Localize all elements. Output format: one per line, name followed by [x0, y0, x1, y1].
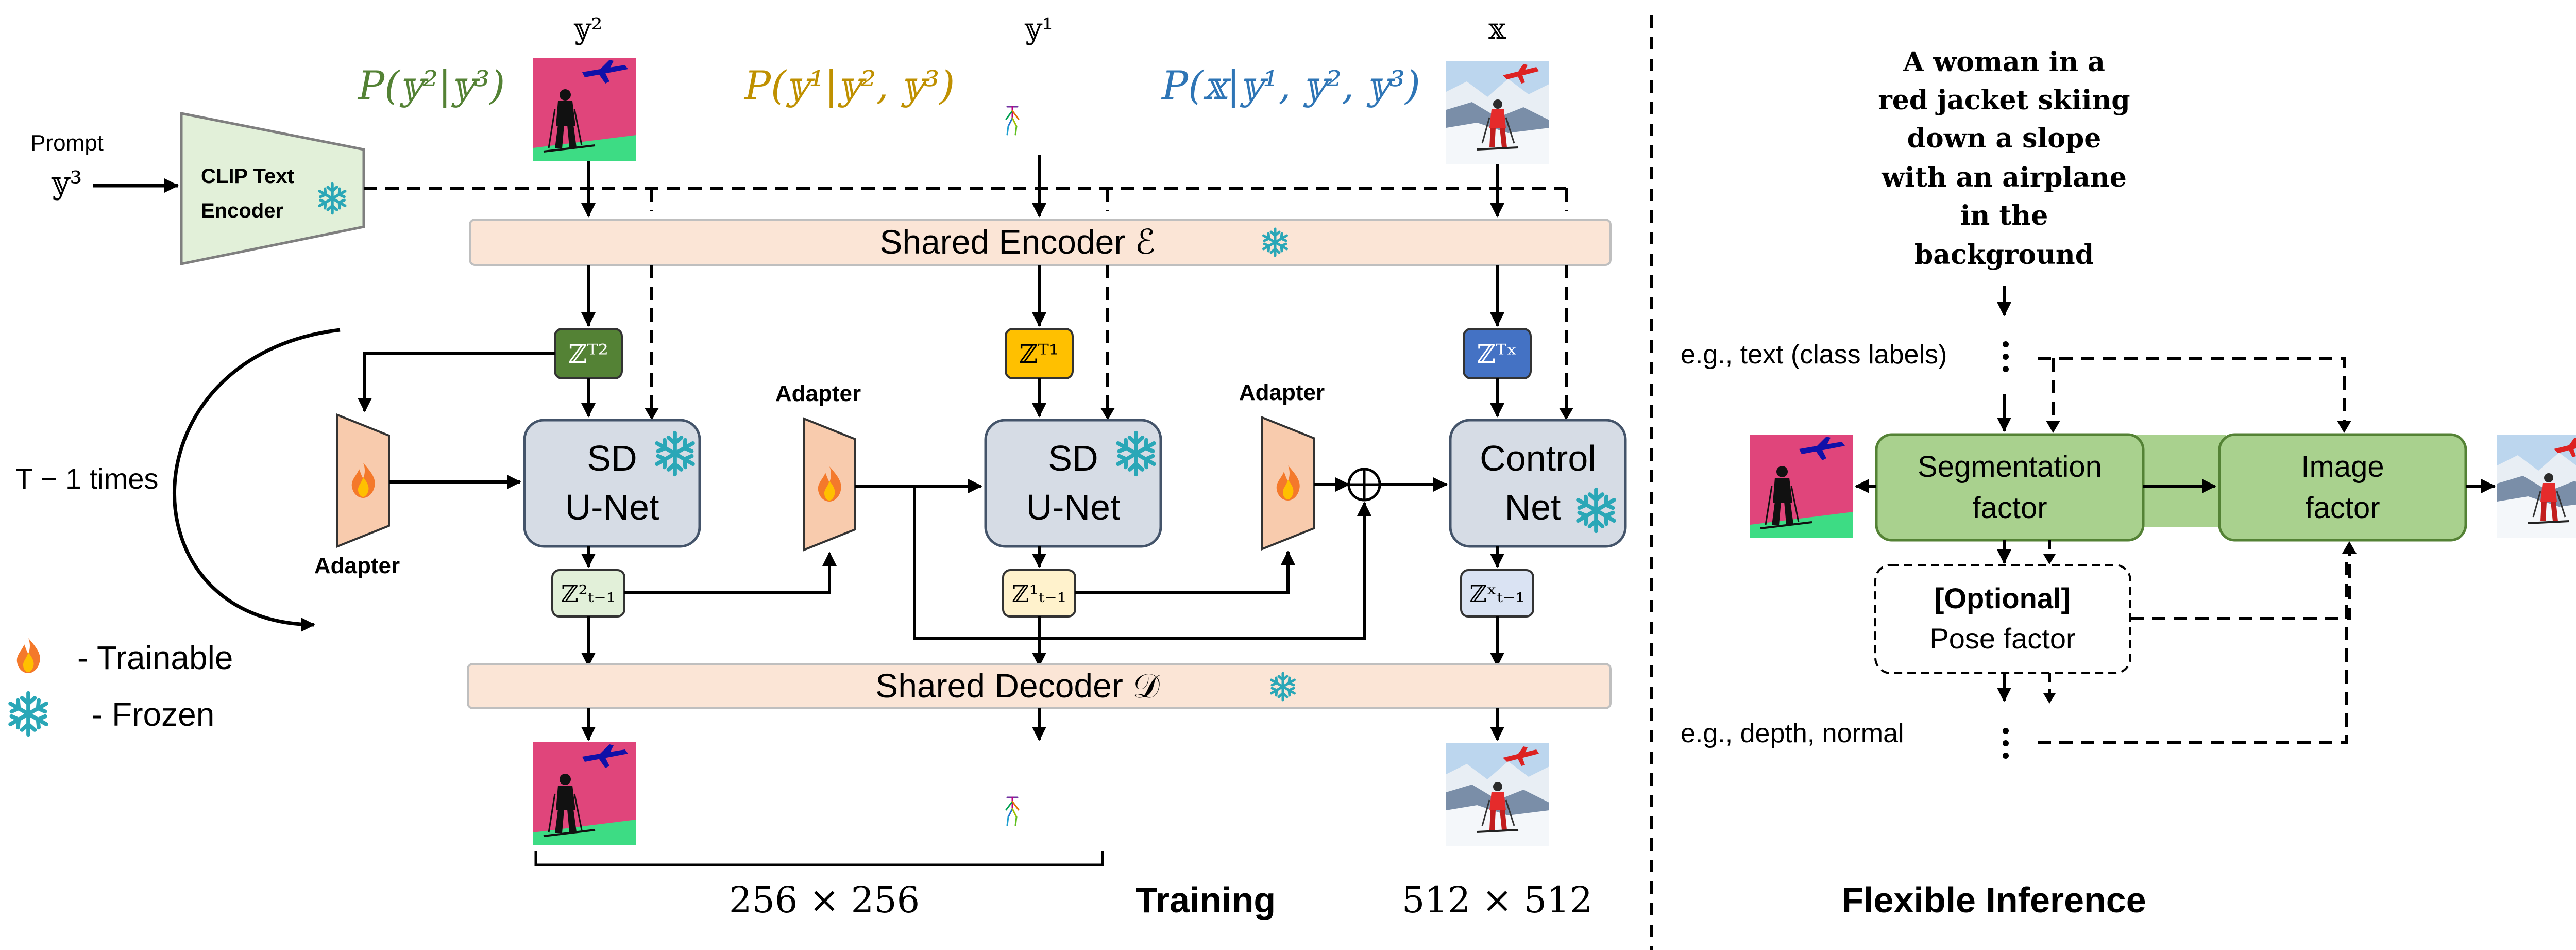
- eg-depth-label: e.g., depth, normal: [1681, 719, 1904, 748]
- y1-label: 𝕪¹: [1025, 12, 1054, 46]
- clip-label-line2: Encoder: [201, 199, 283, 222]
- optional-label: [Optional]: [1935, 582, 2071, 614]
- caption-text: A woman in a red jacket skiing down a sl…: [1878, 46, 2130, 271]
- p-y1-given-y2-y3: P(𝕪¹|𝕪², 𝕪³): [743, 62, 955, 108]
- caption-line: with an airplane: [1881, 162, 2127, 193]
- top-segmentation-image: [532, 57, 637, 162]
- eg-text-label: e.g., text (class labels): [1681, 340, 1947, 370]
- adapter-mid-label: Adapter: [775, 381, 861, 406]
- sd-unet-1: SD U-Net: [523, 419, 701, 548]
- bottom-pose-image: [1005, 796, 1020, 826]
- vertical-ellipsis: [2003, 341, 2009, 372]
- img-factor-line2: factor: [2305, 491, 2380, 525]
- net-label: Net: [1505, 487, 1561, 527]
- adapter-right: Adapter: [1239, 380, 1325, 551]
- pose-factor-label: Pose factor: [1929, 622, 2075, 655]
- seg-factor-line2: factor: [1972, 491, 2047, 525]
- sd-unet-2: SD U-Net: [984, 419, 1162, 548]
- legend-trainable: - Trainable: [77, 639, 233, 676]
- flexible-inference-label: Flexible Inference: [1841, 880, 2146, 920]
- shared-encoder: Shared Encoder ℰ: [469, 219, 1612, 266]
- z-tm1-2-label: ℤ²ₜ₋₁: [561, 580, 616, 608]
- z-t-2-label: ℤᵀ²: [568, 339, 608, 369]
- training-label: Training: [1136, 880, 1276, 920]
- caption-line: down a slope: [1907, 123, 2102, 154]
- image-factor: Image factor: [2218, 433, 2467, 542]
- caption-line: red jacket skiing: [1878, 85, 2130, 116]
- z-t-1-label: ℤᵀ¹: [1019, 339, 1059, 369]
- prompt-label: Prompt: [30, 130, 104, 156]
- p-y2-given-y3: P(𝕪²|𝕪³): [357, 62, 505, 108]
- z-t-1-box: ℤᵀ¹: [1005, 328, 1074, 379]
- res-256-label: 256 × 256: [729, 879, 920, 921]
- control-label: Control: [1480, 438, 1596, 478]
- sd-label-1: SD: [587, 438, 637, 478]
- res-512-label: 512 × 512: [1402, 879, 1592, 921]
- unet-label-1: U-Net: [565, 487, 659, 527]
- snowflake-icon: [10, 693, 46, 735]
- z-tm1-x-label: ℤˣₜ₋₁: [1469, 580, 1524, 608]
- adapter-mid: Adapter: [775, 381, 861, 552]
- y3-label: 𝕪³: [52, 165, 82, 201]
- caption-line: background: [1914, 239, 2094, 271]
- controlnet: Control Net: [1449, 419, 1627, 548]
- shared-decoder-label: Shared Decoder 𝒟: [875, 666, 1160, 705]
- x-label: 𝕩: [1488, 12, 1506, 46]
- y2-label: 𝕪²: [574, 12, 603, 46]
- caption-line: in the: [1960, 200, 2048, 231]
- adapter-left-label: Adapter: [314, 553, 400, 578]
- z-t-x-label: ℤᵀˣ: [1477, 339, 1518, 369]
- adapter-right-label: Adapter: [1239, 380, 1325, 405]
- z-t-x-box: ℤᵀˣ: [1463, 328, 1532, 379]
- seg-factor-line1: Segmentation: [1918, 450, 2102, 484]
- z-tm1-x-box: ℤˣₜ₋₁: [1460, 569, 1534, 618]
- top-skier-image: [1445, 60, 1550, 165]
- z-tm1-1-box: ℤ¹ₜ₋₁: [1002, 569, 1076, 618]
- vertical-ellipsis: [2003, 728, 2009, 759]
- p-x-given-y1-y2-y3: P(𝕩|𝕪¹, 𝕪², 𝕪³): [1161, 62, 1420, 108]
- legend: - Trainable - Frozen: [10, 638, 233, 735]
- inference-skier-image: [2496, 434, 2576, 539]
- flame-icon: [16, 638, 40, 673]
- add-operator: [1347, 468, 1381, 502]
- sd-label-2: SD: [1048, 438, 1098, 478]
- adapter-left: Adapter: [314, 413, 400, 578]
- shared-decoder: Shared Decoder 𝒟: [467, 663, 1612, 709]
- inference-segmentation-image: [1749, 434, 1854, 539]
- bottom-segmentation-image: [532, 741, 637, 846]
- unet-label-2: U-Net: [1026, 487, 1121, 527]
- z-tm1-1-label: ℤ¹ₜ₋₁: [1012, 580, 1066, 608]
- t-minus-1-label: T − 1 times: [15, 462, 159, 495]
- top-pose-image: [1005, 106, 1020, 136]
- clip-label-line1: CLIP Text: [201, 165, 294, 188]
- shared-encoder-label: Shared Encoder ℰ: [879, 223, 1155, 261]
- resolution-brace: [534, 851, 1104, 866]
- z-t-2-box: ℤᵀ²: [554, 328, 623, 379]
- segmentation-factor: Segmentation factor: [1875, 433, 2145, 542]
- caption-line: A woman in a: [1903, 46, 2105, 78]
- z-tm1-2-box: ℤ²ₜ₋₁: [551, 569, 625, 618]
- pose-factor: [Optional] Pose factor: [1874, 564, 2131, 674]
- img-factor-line1: Image: [2301, 450, 2384, 484]
- legend-frozen: - Frozen: [92, 696, 214, 733]
- clip-text-encoder: CLIP Text Encoder: [180, 111, 365, 266]
- bottom-skier-image: [1445, 742, 1550, 847]
